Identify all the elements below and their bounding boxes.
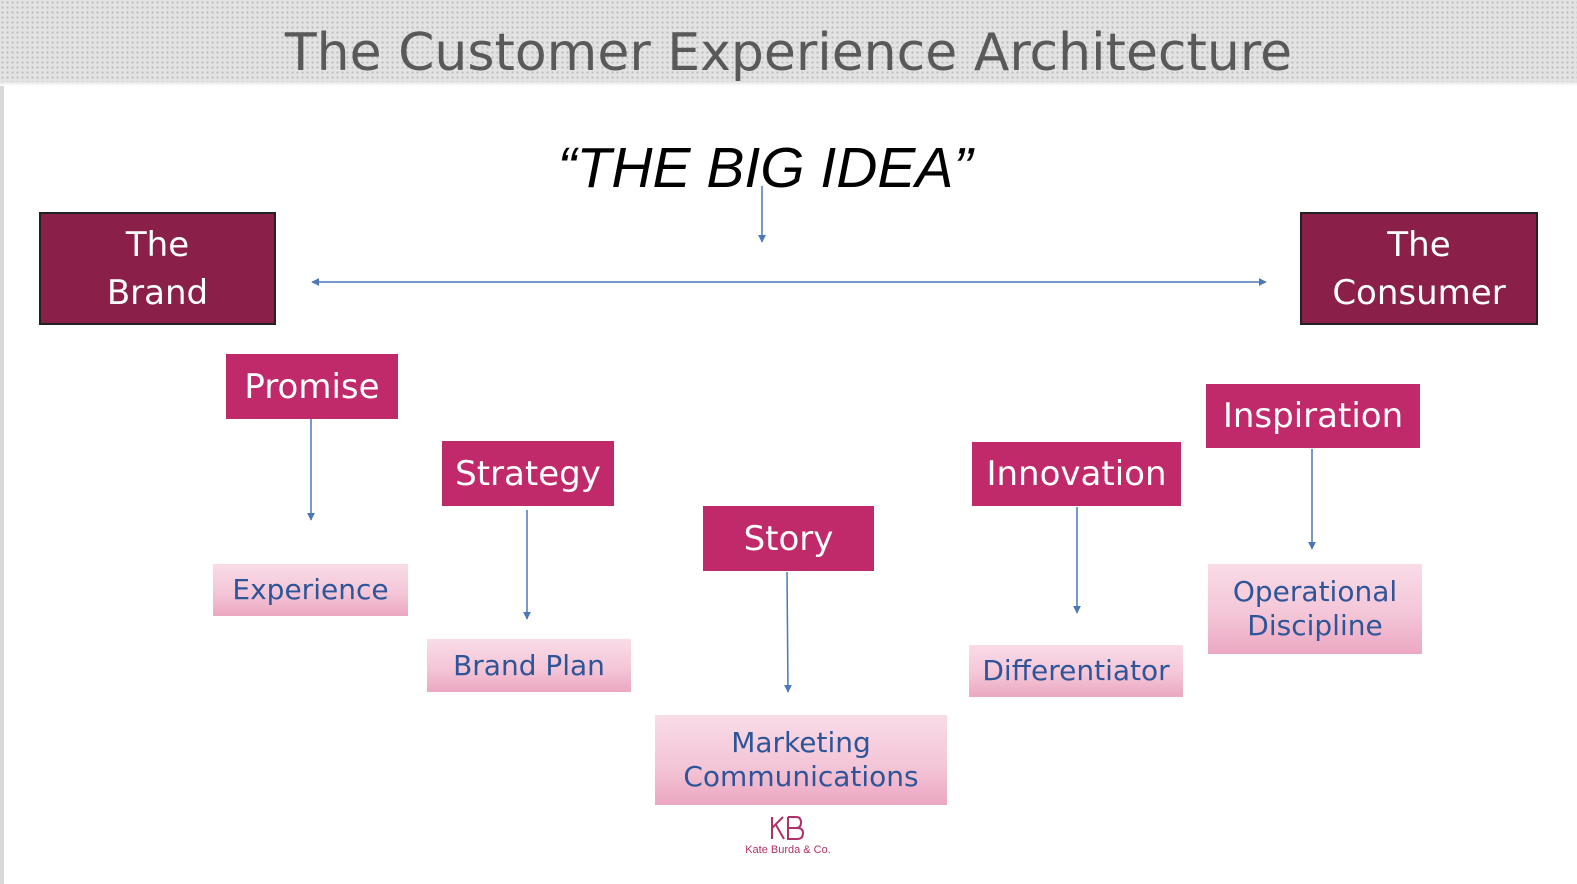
outcome-marketing-line1: Marketing (731, 726, 871, 759)
outcome-brand-plan-label: Brand Plan (453, 648, 605, 682)
outcome-marketing-communications: Marketing Communications (655, 715, 947, 805)
consumer-box-line2: Consumer (1332, 272, 1506, 313)
title-bar-shadow (0, 82, 1577, 86)
stage-story: Story (703, 506, 874, 571)
brand-box-line2: Brand (106, 272, 209, 313)
outcome-brand-plan: Brand Plan (427, 639, 631, 692)
outcome-operational-line2: Discipline (1247, 609, 1383, 642)
brand-box-line1: The (125, 224, 190, 265)
big-idea-heading: “THE BIG IDEA” (557, 136, 973, 200)
outcome-differentiator: Differentiator (969, 645, 1183, 697)
outcome-experience-label: Experience (232, 573, 389, 606)
outcome-differentiator-label: Differentiator (982, 654, 1170, 687)
kate-burda-logo: Kate Burda & Co. (738, 814, 838, 856)
consumer-box-line1: The (1387, 224, 1451, 265)
stage-strategy: Strategy (442, 441, 614, 506)
outcome-operational-discipline: Operational Discipline (1208, 564, 1422, 654)
kb-monogram-icon (771, 816, 805, 840)
outcome-experience: Experience (213, 564, 408, 616)
brand-box: The Brand (39, 212, 276, 325)
slide-title: The Customer Experience Architecture (284, 23, 1293, 83)
outcome-marketing-line2: Communications (683, 760, 919, 793)
consumer-box: The Consumer (1300, 212, 1538, 325)
stage-inspiration: Inspiration (1206, 384, 1420, 448)
title-bar (0, 0, 1577, 82)
story-arrow (783, 571, 792, 693)
slide-left-edge (0, 0, 4, 884)
stage-innovation: Innovation (972, 442, 1181, 506)
logo-caption: Kate Burda & Co. (745, 844, 831, 856)
outcome-operational-line1: Operational (1232, 575, 1398, 608)
stage-promise: Promise (226, 354, 398, 419)
